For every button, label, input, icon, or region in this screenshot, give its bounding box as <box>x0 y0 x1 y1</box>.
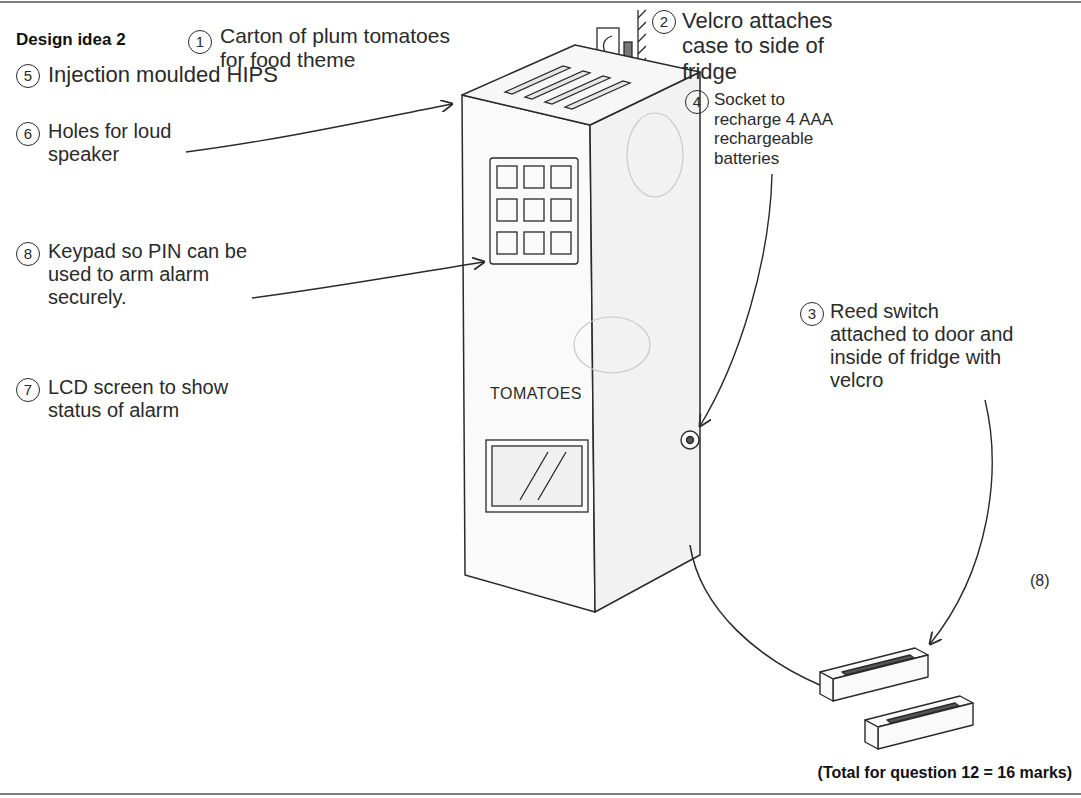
annotation: Reed switch attached to door and inside … <box>830 300 1020 392</box>
annotation: Socket to recharge 4 AAA rechargeable ba… <box>714 90 844 168</box>
callout-number: 3 <box>800 302 824 326</box>
callout-number: 1 <box>188 30 212 54</box>
annotation: LCD screen to show status of alarm <box>48 376 248 422</box>
annotation: Velcro attaches case to side of fridge <box>682 8 872 84</box>
annotation: (8) <box>1030 572 1074 590</box>
callout-number: 4 <box>685 90 709 114</box>
alarm-case <box>462 45 700 612</box>
annotation: Keypad so PIN can be used to arm alarm s… <box>48 240 283 309</box>
heading: Design idea 2 <box>16 30 126 50</box>
annotation: Injection moulded HIPS <box>48 62 378 87</box>
speaker-holes <box>505 66 630 109</box>
reed-switch <box>820 648 973 749</box>
page-rule <box>0 793 1081 795</box>
annotation: (Total for question 12 = 16 marks) <box>766 764 1072 782</box>
lcd-screen <box>486 440 588 512</box>
keypad <box>490 158 578 264</box>
callout-number: 8 <box>16 242 40 266</box>
carton-label: TOMATOES <box>490 385 585 403</box>
page-rule <box>0 1 1081 3</box>
erased-marks <box>574 113 683 373</box>
callout-number: 7 <box>16 378 40 402</box>
brand-text: TOMATOES <box>490 385 585 403</box>
annotation: Holes for loud speaker <box>48 120 198 166</box>
charging-socket <box>681 431 699 449</box>
callout-number: 5 <box>16 64 40 88</box>
callout-number: 2 <box>652 10 676 34</box>
wire <box>690 545 822 686</box>
callout-number: 6 <box>16 122 40 146</box>
